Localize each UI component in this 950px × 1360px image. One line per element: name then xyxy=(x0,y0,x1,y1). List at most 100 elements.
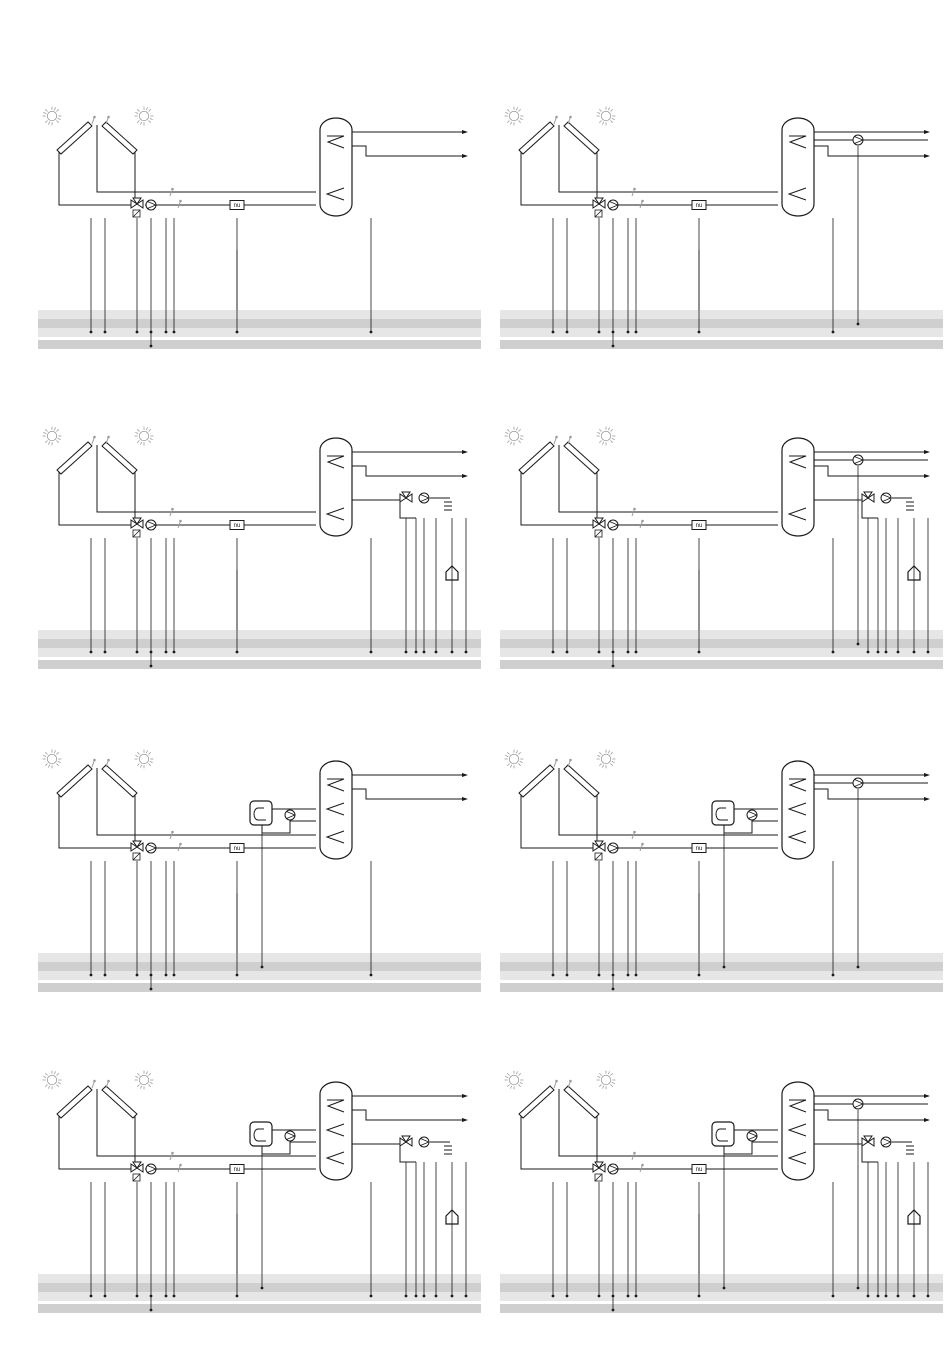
terminal-band-bottom xyxy=(38,660,481,669)
terminal-dot xyxy=(136,331,139,334)
terminal-dot xyxy=(165,651,168,654)
terminal-band-top xyxy=(38,953,481,962)
terminal-band-bottom xyxy=(500,340,943,349)
pump-icon xyxy=(747,810,757,820)
terminal-dot xyxy=(150,988,153,991)
terminal-dot xyxy=(165,1295,168,1298)
terminal-band-bottom xyxy=(500,983,943,992)
terminal-dot xyxy=(552,651,555,654)
terminal-dot xyxy=(451,1295,454,1298)
sun-icon xyxy=(597,750,616,769)
terminal-band-bottom xyxy=(500,660,943,669)
pump-icon xyxy=(853,135,863,145)
terminal-dot xyxy=(635,1295,638,1298)
terminal-band-top xyxy=(500,1274,943,1283)
terminal-dot xyxy=(897,651,900,654)
pump-icon xyxy=(608,200,618,210)
boiler-icon xyxy=(250,1122,272,1146)
terminal-dot xyxy=(90,1295,93,1298)
terminal-dot xyxy=(612,665,615,668)
boiler-icon xyxy=(712,1122,734,1146)
pump-icon xyxy=(853,1099,863,1109)
sun-icon xyxy=(135,427,154,446)
sun-icon xyxy=(597,1071,616,1090)
terminal-dot xyxy=(370,331,373,334)
heat-meter-icon xyxy=(230,201,244,210)
terminal-dot xyxy=(552,974,555,977)
terminal-dot xyxy=(857,966,860,969)
terminal-dot xyxy=(423,1295,426,1298)
terminal-dot xyxy=(635,974,638,977)
terminal-dot xyxy=(150,1309,153,1312)
terminal-band-middle xyxy=(500,639,943,648)
pump-icon xyxy=(146,520,156,530)
terminal-dot xyxy=(598,974,601,977)
terminal-band-middle xyxy=(38,1283,481,1292)
terminal-dot xyxy=(90,651,93,654)
terminal-dot xyxy=(566,651,569,654)
terminal-dot xyxy=(927,1295,930,1298)
terminal-dot xyxy=(698,651,701,654)
terminal-dot xyxy=(370,1295,373,1298)
terminal-dot xyxy=(261,966,264,969)
terminal-dot xyxy=(173,651,176,654)
storage-tank-icon xyxy=(782,1082,814,1180)
storage-tank-icon xyxy=(782,118,814,216)
terminal-dot xyxy=(857,323,860,326)
terminal-dot xyxy=(885,1295,888,1298)
terminal-dot xyxy=(913,1295,916,1298)
sun-icon xyxy=(135,1071,154,1090)
terminal-dot xyxy=(698,1295,701,1298)
sun-icon xyxy=(135,107,154,126)
pump-icon xyxy=(608,520,618,530)
pump-icon xyxy=(285,1131,295,1141)
terminal-dot xyxy=(236,1295,239,1298)
terminal-dot xyxy=(723,1287,726,1290)
storage-tank-icon xyxy=(320,438,352,536)
terminal-dot xyxy=(635,651,638,654)
terminal-dot xyxy=(465,1295,468,1298)
terminal-dot xyxy=(405,651,408,654)
terminal-dot xyxy=(552,331,555,334)
terminal-dot xyxy=(405,1295,408,1298)
terminal-dot xyxy=(897,1295,900,1298)
terminal-dot xyxy=(261,1287,264,1290)
terminal-dot xyxy=(165,974,168,977)
boiler-icon xyxy=(250,801,272,825)
terminal-dot xyxy=(435,651,438,654)
terminal-dot xyxy=(723,966,726,969)
terminal-band-top xyxy=(500,310,943,319)
terminal-dot xyxy=(566,331,569,334)
sun-icon xyxy=(43,750,62,769)
terminal-dot xyxy=(173,1295,176,1298)
terminal-dot xyxy=(877,651,880,654)
terminal-dot xyxy=(612,345,615,348)
terminal-dot xyxy=(136,1295,139,1298)
terminal-dot xyxy=(136,974,139,977)
terminal-band-bottom xyxy=(500,1304,943,1313)
terminal-band-middle xyxy=(38,319,481,328)
terminal-dot xyxy=(867,651,870,654)
terminal-band-bottom xyxy=(38,340,481,349)
pump-icon xyxy=(146,1164,156,1174)
storage-tank-icon xyxy=(320,761,352,859)
terminal-dot xyxy=(104,1295,107,1298)
terminal-dot xyxy=(566,974,569,977)
terminal-band-middle xyxy=(500,962,943,971)
terminal-dot xyxy=(598,331,601,334)
terminal-dot xyxy=(552,1295,555,1298)
terminal-dot xyxy=(370,974,373,977)
terminal-dot xyxy=(236,974,239,977)
terminal-band-top xyxy=(38,630,481,639)
terminal-dot xyxy=(104,331,107,334)
terminal-dot xyxy=(598,1295,601,1298)
pump-icon xyxy=(419,1137,429,1147)
terminal-dot xyxy=(927,651,930,654)
terminal-dot xyxy=(885,651,888,654)
sun-icon xyxy=(505,427,524,446)
pump-icon xyxy=(881,1137,891,1147)
sun-icon xyxy=(135,750,154,769)
heat-meter-icon xyxy=(692,201,706,210)
terminal-dot xyxy=(612,988,615,991)
terminal-dot xyxy=(90,331,93,334)
